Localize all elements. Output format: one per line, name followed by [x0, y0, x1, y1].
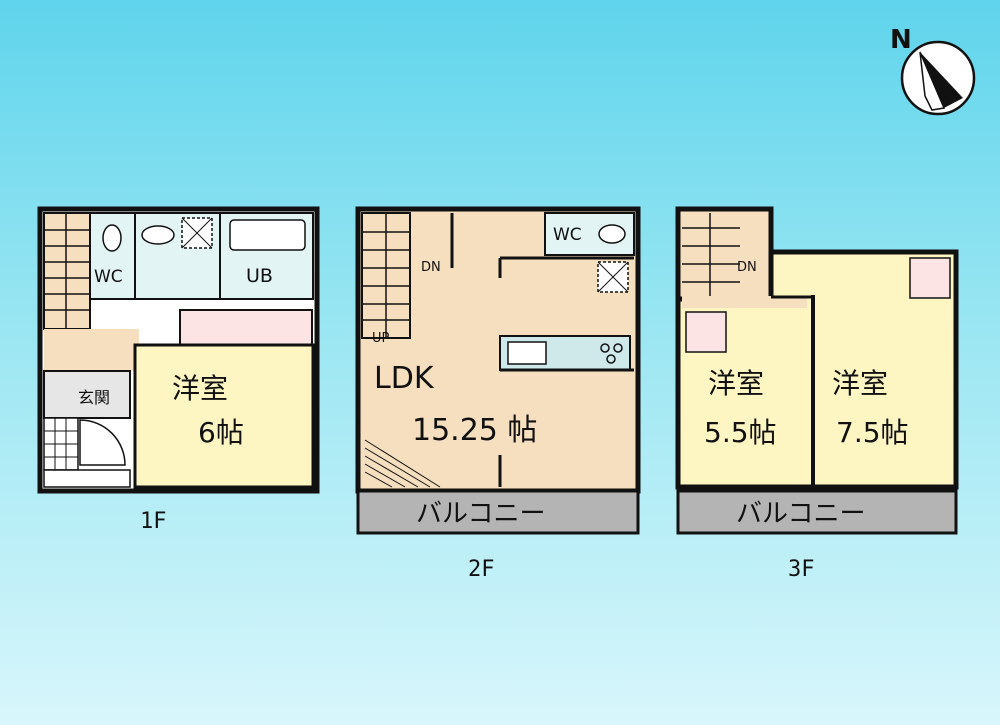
floor-1: UP WC UB 洋室 6帖 玄関 1F — [37, 206, 320, 534]
sink-icon — [507, 341, 547, 365]
floor-3-balcony — [676, 489, 958, 535]
floor-2-balcony-label: バルコニー — [416, 499, 545, 529]
floor-2-stair-down-label: DN — [421, 260, 441, 275]
floor-1-entrance — [43, 370, 131, 419]
toilet-icon — [102, 224, 122, 252]
floor-1-label: 1F — [140, 509, 167, 534]
floor-1-stair-treads — [44, 213, 90, 329]
floor-2-stair-up-label: UP — [372, 331, 390, 346]
entrance-door-icon — [79, 419, 126, 466]
floor-3-stair-down-label: DN — [737, 260, 757, 275]
stove-icon — [600, 343, 610, 353]
floor-1-room — [133, 343, 315, 489]
toilet-icon — [598, 224, 626, 244]
floor-2-wc-label: WC — [553, 225, 582, 245]
floor-3-room-a-size: 5.5帖 — [704, 416, 777, 449]
floor-1-closet — [179, 309, 313, 346]
floor-3-room-b-size: 7.5帖 — [836, 416, 909, 449]
floor-2-ldk-name: LDK — [374, 361, 435, 396]
north-label: N — [890, 25, 912, 55]
compass-needle-icon — [920, 52, 963, 108]
floor-1-wc-label: WC — [94, 267, 123, 287]
floor-3-balcony-label: バルコニー — [736, 499, 865, 529]
floor-2-label: 2F — [468, 557, 495, 582]
sink-icon — [141, 225, 175, 245]
floor-1-room-size: 6帖 — [198, 416, 244, 449]
floor-1-entrance-label: 玄関 — [78, 388, 110, 407]
floor-3-room-a-name: 洋室 — [708, 367, 764, 400]
floor-3-closet-b — [909, 257, 951, 299]
floor-3-label: 3F — [788, 557, 815, 582]
floor-1-hall — [44, 329, 139, 371]
bathtub-icon — [229, 219, 306, 251]
compass: N — [890, 25, 976, 116]
floor-2-balcony — [356, 489, 640, 535]
floor-1-ub-label: UB — [246, 265, 273, 287]
floor-3-closet-a — [685, 311, 727, 353]
floor-1-room-name: 洋室 — [172, 372, 228, 405]
floor-2: DN UP WC LDK 15.25 帖 バルコニー 2F — [355, 206, 641, 582]
floor-3-stair-block — [675, 206, 774, 302]
compass-needle-tail — [919, 51, 946, 111]
floor-3: DN 洋室 5.5帖 洋室 7.5帖 バルコニー 3F — [675, 206, 959, 582]
floor-3-room-b-name: 洋室 — [832, 367, 888, 400]
floor-2-ldk-size: 15.25 帖 — [412, 413, 537, 448]
